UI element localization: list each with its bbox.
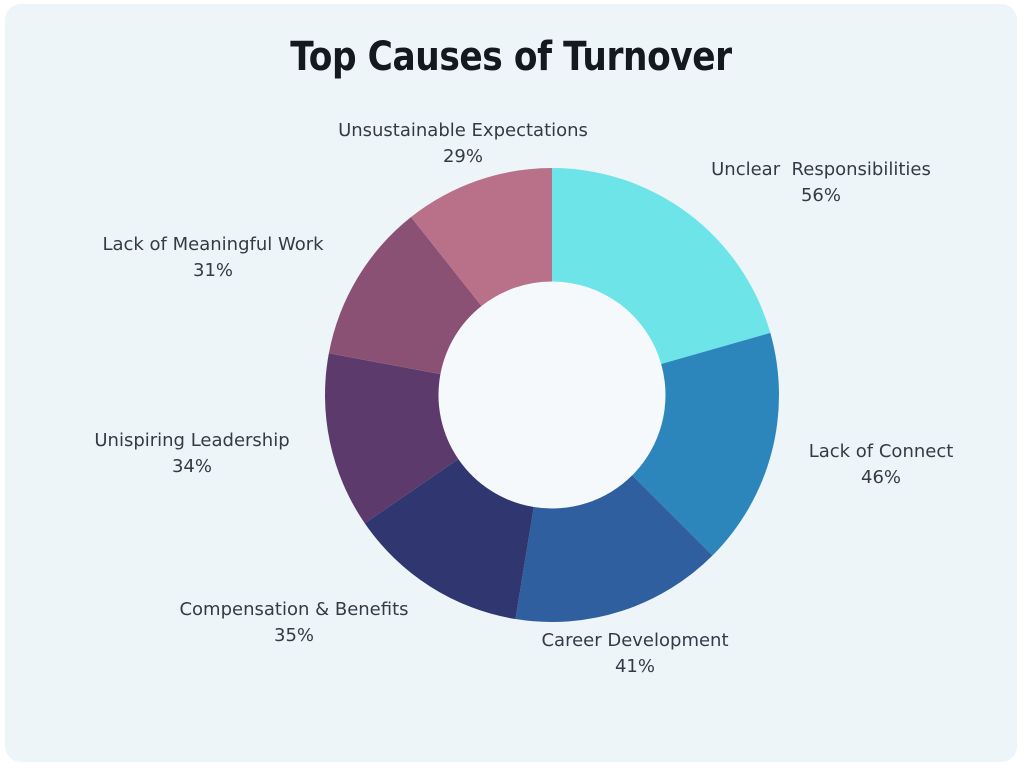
donut-chart <box>325 168 779 623</box>
segment-label-percent: 29% <box>442 146 483 167</box>
segment-label-text: Lack of Connect <box>808 441 954 462</box>
donut-segment-3 <box>364 459 534 620</box>
donut-segment-0 <box>552 168 771 364</box>
segment-label-0: Unclear Responsibilities 56% <box>711 157 931 209</box>
donut-segment-5 <box>328 217 482 375</box>
chart-card: Top Causes of Turnover Unclear Responsib… <box>5 4 1017 762</box>
donut-segment-4 <box>325 353 459 524</box>
segment-label-percent: 31% <box>192 260 234 281</box>
segment-label-percent: 56% <box>800 185 841 206</box>
segment-label-percent: 41% <box>614 656 655 677</box>
segment-label-6: Unsustainable Expectations 29% <box>338 118 588 170</box>
segment-label-percent: 35% <box>273 625 315 646</box>
donut-hole <box>437 280 667 510</box>
donut-segment-2 <box>515 475 713 623</box>
segment-label-text: Unispiring Leadership <box>94 430 290 451</box>
segment-label-text: Compensation & Benefits <box>179 599 409 620</box>
segment-label-2: Career Development 41% <box>541 628 728 680</box>
segment-label-text: Unsustainable Expectations <box>338 120 588 141</box>
segment-label-percent: 34% <box>171 456 212 477</box>
segment-label-text: Unclear Responsibilities <box>711 159 931 180</box>
segment-label-4: Unispiring Leadership 34% <box>94 428 289 480</box>
segment-label-percent: 46% <box>860 467 902 488</box>
segment-label-text: Career Development <box>541 630 729 651</box>
chart-title: Top Causes of Turnover <box>290 34 732 80</box>
segment-label-1: Lack of Connect 46% <box>809 439 954 491</box>
donut-segment-6 <box>411 168 552 307</box>
segment-label-3: Compensation & Benefits 35% <box>179 597 408 649</box>
donut-segment-1 <box>632 332 779 556</box>
segment-label-text: Lack of Meaningful Work <box>102 234 324 255</box>
segment-label-5: Lack of Meaningful Work 31% <box>102 232 323 284</box>
